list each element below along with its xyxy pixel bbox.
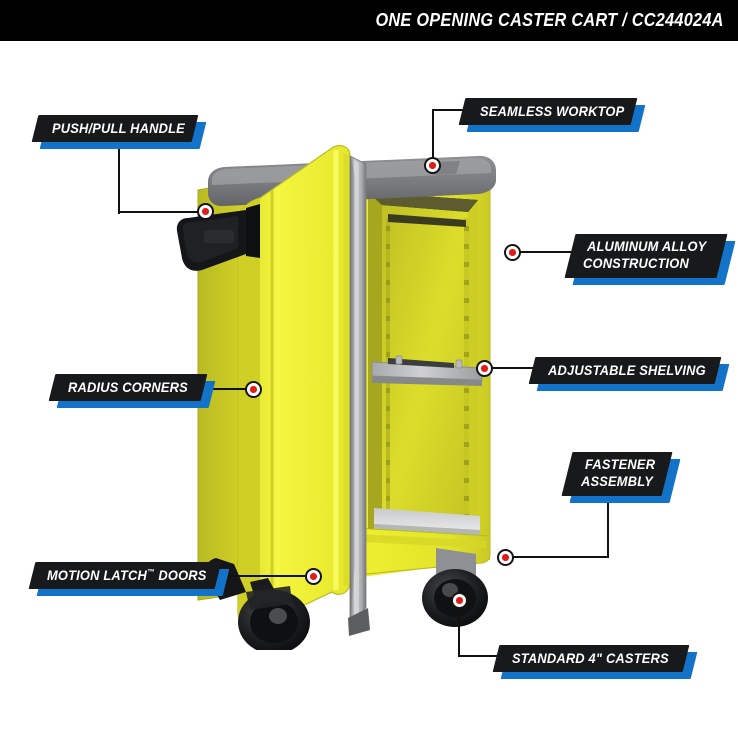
label-text: SEAMLESS WORKTOP <box>480 103 625 119</box>
label-text: RADIUS CORNERS <box>68 379 188 395</box>
leader-line-segment <box>607 496 609 558</box>
leader-line-segment <box>505 556 609 558</box>
label-adjustable-shelving[interactable]: ADJUSTABLE SHELVING <box>528 357 730 391</box>
label-motion-latch-doors[interactable]: MOTION LATCH™ DOORS <box>28 562 230 596</box>
marker-dot-motion-latch-doors[interactable] <box>305 568 322 585</box>
leader-line-segment <box>458 655 510 657</box>
leader-line-segment <box>432 109 434 162</box>
label-text: MOTION LATCH™ DOORS <box>47 567 207 583</box>
label-text-line2: CONSTRUCTION <box>583 255 689 271</box>
label-standard-casters[interactable]: STANDARD 4" CASTERS <box>492 645 698 679</box>
header-divider <box>0 38 738 41</box>
leader-line-segment <box>118 148 120 214</box>
label-radius-corners[interactable]: RADIUS CORNERS <box>48 374 216 408</box>
leader-line-segment <box>118 211 200 213</box>
leader-line-segment <box>200 575 310 577</box>
label-text-line2: ASSEMBLY <box>581 473 654 489</box>
label-fastener-assembly[interactable]: FASTENER ASSEMBLY <box>561 452 681 503</box>
label-text: ADJUSTABLE SHELVING <box>548 362 706 378</box>
label-text-line1: ALUMINUM ALLOY <box>587 238 707 254</box>
leader-line-segment <box>491 367 545 369</box>
label-seamless-worktop[interactable]: SEAMLESS WORKTOP <box>458 98 646 132</box>
marker-dot-aluminum-alloy-construction[interactable] <box>504 244 521 261</box>
marker-dot-radius-corners[interactable] <box>245 381 262 398</box>
marker-dot-seamless-worktop[interactable] <box>424 157 441 174</box>
leader-line-segment <box>519 251 579 253</box>
label-push-pull-handle[interactable]: PUSH/PULL HANDLE <box>31 115 207 149</box>
caster-cart-drawing <box>176 145 496 650</box>
label-text-line1: FASTENER <box>585 456 656 472</box>
page-title-separator: / <box>617 9 633 30</box>
product-illustration <box>150 130 620 650</box>
label-text: STANDARD 4" CASTERS <box>512 650 669 666</box>
marker-dot-adjustable-shelving[interactable] <box>476 360 493 377</box>
label-aluminum-alloy-construction[interactable]: ALUMINUM ALLOY CONSTRUCTION <box>564 234 736 285</box>
header-bar: ONE OPENING CASTER CART / CC244024A <box>0 0 738 38</box>
leader-line-segment <box>188 388 248 390</box>
page-title: ONE OPENING CASTER CART / CC244024A <box>376 9 724 31</box>
model-code: CC244024A <box>632 9 724 30</box>
label-text: PUSH/PULL HANDLE <box>52 120 185 136</box>
marker-dot-push-pull-handle[interactable] <box>197 203 214 220</box>
marker-dot-standard-casters[interactable] <box>451 592 468 609</box>
leader-line-segment <box>458 604 460 657</box>
leader-line-segment <box>432 109 474 111</box>
push-pull-handle-part <box>176 204 260 271</box>
page-title-main: ONE OPENING CASTER CART <box>375 9 618 30</box>
marker-dot-fastener-assembly[interactable] <box>497 549 514 566</box>
